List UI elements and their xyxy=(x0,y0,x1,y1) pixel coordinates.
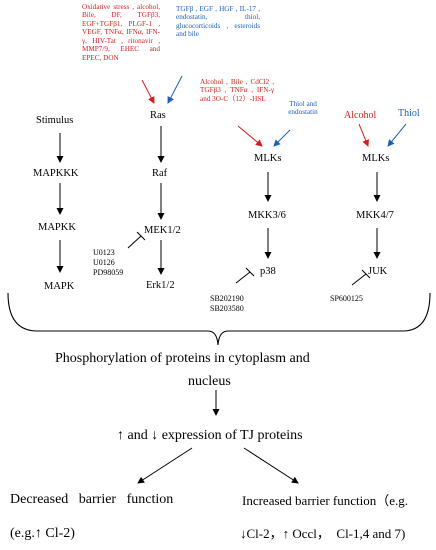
node-raf: Raf xyxy=(152,168,168,179)
mek-inhibitor: U0126 xyxy=(93,258,115,267)
arrow-to-decreased xyxy=(137,447,193,484)
node-juk: JUK xyxy=(368,266,388,277)
node-stimulus: Stimulus xyxy=(36,115,74,126)
node-ras: Ras xyxy=(150,110,166,121)
mek-inhibitor: PD98059 xyxy=(93,268,124,277)
node-mapkk: MAPKK xyxy=(38,222,76,233)
inhibition-mek xyxy=(127,231,146,249)
decreased-barrier-example: (e.g.↑ Cl-2) xyxy=(10,526,75,541)
node-p38: p38 xyxy=(260,266,276,277)
arrow-blue-to-ras xyxy=(167,75,183,104)
node-mkk47: MKK4/7 xyxy=(356,210,394,221)
tj-expression-text: ↑ and ↓ expression of TJ proteins xyxy=(117,428,303,443)
ras-blue-stimuli: TGFβ , EGF , HGF , IL-17 , endostatin, t… xyxy=(176,5,260,39)
increased-barrier-title: Increased barrier function（e.g. xyxy=(242,493,409,508)
mlk3-red-stimuli: Alcohol , Bile , CdCl2 , TGFβ3 , TNFα , … xyxy=(200,78,274,103)
ras-red-stimuli: Oxidative stress , alcohol, Bile, DF, TG… xyxy=(82,3,160,62)
node-mapkkk: MAPKKK xyxy=(33,168,79,179)
arrow-red-to-mlk4 xyxy=(358,123,369,147)
node-mek12: MEK1/2 xyxy=(144,225,181,236)
mlk4-blue-stimulus: Thiol xyxy=(398,108,420,119)
arrow-blue-to-mlk3 xyxy=(273,129,291,147)
p38-inhibitor: SB202190 xyxy=(210,294,244,303)
node-mlks-col3: MLKs xyxy=(254,153,282,164)
node-mlks-col4: MLKs xyxy=(362,153,390,164)
arrow-to-increased xyxy=(243,447,299,484)
p38-inhibitor: SB203580 xyxy=(210,304,244,313)
decreased-barrier-title: Decreased barrier function xyxy=(10,492,174,507)
mlk3-blue-stimuli: Thiol and endostatin xyxy=(288,100,318,117)
node-mkk36: MKK3/6 xyxy=(248,210,286,221)
node-mapk: MAPK xyxy=(44,281,75,292)
node-erk12: Erk1/2 xyxy=(146,280,175,291)
increased-barrier-example: ↓Cl-2，↑ Occl， Cl-1,4 and 7) xyxy=(240,526,406,541)
arrow-red-to-ras xyxy=(141,79,155,104)
inhibition-juk xyxy=(351,269,371,286)
juk-inhibitor: SP600125 xyxy=(330,294,363,303)
arrow-blue-to-mlk4 xyxy=(387,123,407,147)
grouping-brace xyxy=(7,292,431,346)
phosphorylation-text: Phosphorylation of proteins in cytoplasm… xyxy=(55,351,310,366)
phosphorylation-text-cont: nucleus xyxy=(188,374,231,389)
inhibition-p38 xyxy=(235,267,255,284)
mlk4-red-stimulus: Alcohol xyxy=(344,110,377,121)
arrow-red-to-mlk3 xyxy=(237,125,263,147)
mek-inhibitor: U0123 xyxy=(93,248,115,257)
